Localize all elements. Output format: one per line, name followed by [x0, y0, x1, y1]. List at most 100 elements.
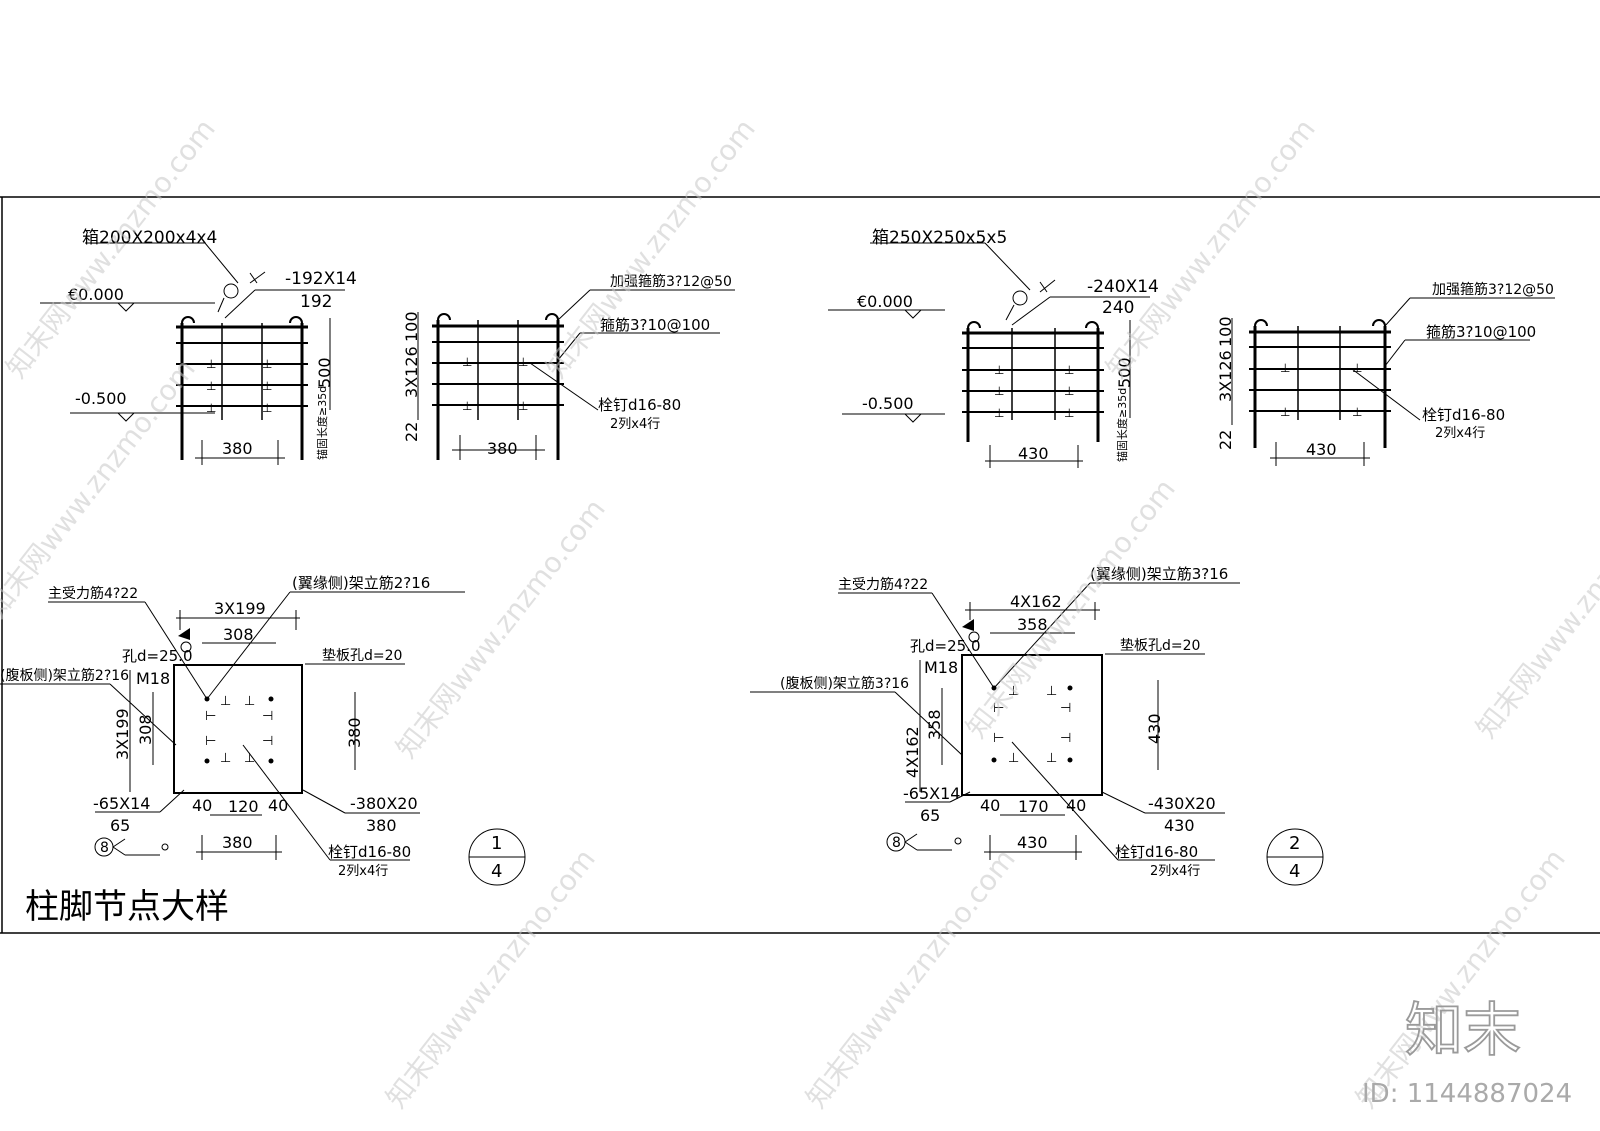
- bolt-label: M18: [924, 658, 958, 677]
- anchor-note: 锚固长度≥35d: [1115, 388, 1129, 462]
- height-label: 500: [1115, 357, 1134, 388]
- hole-note: 孔d=25.0: [910, 637, 981, 655]
- brand-logo: 知末: [1405, 996, 1521, 1064]
- svg-text:⊥: ⊥: [518, 355, 528, 369]
- width-label: 430: [1018, 444, 1049, 463]
- stud-label: 栓钉d16-80: [328, 843, 411, 861]
- dim-top: 4X162: [1010, 592, 1062, 611]
- base-label: -380X20: [350, 794, 418, 813]
- pad-note: 垫板孔d=20: [1120, 638, 1200, 654]
- stud-label: 栓钉d16-80: [1115, 843, 1198, 861]
- svg-text:⊥: ⊥: [206, 379, 216, 393]
- detail2-section-a: 箱250X250x5x5 -240X14 240 €0.000 -0.500 ⊥…: [828, 228, 1159, 468]
- ref-bot: 4: [491, 861, 502, 882]
- dim-100: 100: [402, 311, 421, 342]
- svg-text:⊥: ⊥: [262, 357, 272, 371]
- stirrup-top-label: 加强箍筋3?12@50: [1432, 281, 1554, 298]
- dim-right: 430: [1145, 713, 1164, 744]
- stud-rows-label: 2列x4行: [1150, 864, 1200, 879]
- watermark-text: 知末网www.znzmo.com: [540, 113, 762, 385]
- erect-bar-left-label: (腹板侧)架立筋2?16: [0, 667, 129, 684]
- plate-width-label: 192: [300, 292, 332, 312]
- svg-text:⊥: ⊥: [1352, 361, 1362, 375]
- ref-top: 1: [491, 833, 502, 854]
- detail1-section-a: 箱200X200x4x4 -192X14 192 €0.000 -0.500 ⊥…: [40, 228, 357, 465]
- svg-text:⊥: ⊥: [206, 357, 216, 371]
- stud-label: 栓钉d16-80: [598, 396, 681, 414]
- svg-text:⊥: ⊥: [262, 401, 272, 415]
- dim-40b: 40: [1066, 796, 1086, 815]
- stud-rows-label: 2列x4行: [1435, 426, 1485, 441]
- drawing-title: 柱脚节点大样: [25, 887, 229, 927]
- svg-text:⊣: ⊣: [262, 709, 273, 724]
- bolt-label: M18: [136, 669, 170, 688]
- svg-text:⊥: ⊥: [994, 406, 1004, 420]
- dim-358-top: 358: [1017, 615, 1048, 634]
- elev-top-label: €0.000: [857, 292, 913, 311]
- base-label: -430X20: [1148, 794, 1216, 813]
- svg-text:⊥: ⊥: [1046, 751, 1057, 766]
- pad-note: 垫板孔d=20: [322, 648, 402, 664]
- watermark-text: 知末网www.znzmo.com: [1470, 473, 1600, 745]
- dim-40b: 40: [268, 796, 288, 815]
- svg-text:⊣: ⊣: [1060, 731, 1071, 746]
- rib-width: 65: [110, 816, 130, 835]
- svg-text:⊥: ⊥: [1064, 384, 1074, 398]
- svg-text:⊢: ⊢: [205, 734, 216, 749]
- dim-308-top: 308: [223, 625, 254, 644]
- svg-text:⊥: ⊥: [1064, 406, 1074, 420]
- svg-text:⊥: ⊥: [1064, 363, 1074, 377]
- ref-bot: 4: [1289, 861, 1300, 882]
- dim-mid: 170: [1018, 797, 1049, 816]
- plate-label: -192X14: [285, 269, 357, 289]
- width-label: 380: [222, 833, 253, 852]
- svg-text:⊥: ⊥: [220, 694, 231, 709]
- svg-text:⊥: ⊥: [244, 751, 255, 766]
- dim-40a: 40: [192, 796, 212, 815]
- dim-3x126: 3X126: [402, 346, 421, 398]
- erect-bar-top-label: (翼缘侧)架立筋2?16: [292, 574, 430, 592]
- dim-right: 380: [345, 717, 364, 748]
- svg-text:⊥: ⊥: [220, 751, 231, 766]
- detail1-plan: ⊥ ⊥ ⊥ ⊥ ⊢ ⊣ ⊢ ⊣ 主受力筋4?22 (翼缘侧)架立筋2?16 3X…: [0, 574, 526, 886]
- svg-text:⊥: ⊥: [1008, 751, 1019, 766]
- svg-text:⊥: ⊥: [1280, 361, 1290, 375]
- weld-no: 8: [100, 840, 109, 856]
- stirrup-label: 箍筋3?10@100: [1426, 323, 1536, 341]
- svg-text:⊢: ⊢: [993, 731, 1004, 746]
- svg-text:⊥: ⊥: [994, 363, 1004, 377]
- dim-22: 22: [402, 422, 421, 442]
- svg-text:⊥: ⊥: [462, 399, 472, 413]
- width-label: 380: [487, 439, 518, 458]
- base-width: 430: [1164, 816, 1195, 835]
- watermark-text: 知末网www.znzmo.com: [1100, 113, 1322, 385]
- elev-top-label: €0.000: [68, 285, 124, 304]
- dim-100: 100: [1216, 316, 1235, 347]
- tube-label: 箱200X200x4x4: [82, 228, 217, 248]
- elev-bot-label: -0.500: [862, 394, 914, 413]
- base-plate: [961, 654, 1103, 796]
- svg-text:⊥: ⊥: [262, 379, 272, 393]
- dim-40a: 40: [980, 796, 1000, 815]
- plate-label: -240X14: [1087, 277, 1159, 297]
- stirrup-top-label: 加强箍筋3?12@50: [610, 273, 732, 290]
- svg-text:⊢: ⊢: [205, 709, 216, 724]
- dim-22: 22: [1216, 430, 1235, 450]
- svg-text:⊥: ⊥: [518, 399, 528, 413]
- ref-top: 2: [1289, 833, 1300, 854]
- svg-text:⊣: ⊣: [1060, 701, 1071, 716]
- hole-note: 孔d=25.0: [122, 647, 193, 665]
- rib-label: -65X14: [903, 784, 960, 803]
- watermark-text: 知末网www.znzmo.com: [1350, 843, 1572, 1115]
- base-plate: [173, 664, 303, 794]
- elev-bot-label: -0.500: [75, 389, 127, 408]
- brand-id: ID: 1144887024: [1362, 1079, 1572, 1109]
- detail2-plan: ⊥ ⊥ ⊥ ⊥ ⊢ ⊣ ⊢ ⊣ 主受力筋4?22 (翼缘侧)架立筋3?16 4X…: [750, 565, 1324, 886]
- stud-rows-label: 2列x4行: [610, 417, 660, 432]
- svg-text:⊥: ⊥: [1280, 405, 1290, 419]
- dim-3x126: 3X126: [1216, 350, 1235, 402]
- anchor-note: 锚固长度≥35d: [315, 386, 329, 460]
- watermark-text: 知末网www.znzmo.com: [390, 493, 612, 765]
- stirrup-label: 箍筋3?10@100: [600, 316, 710, 334]
- rib-width: 65: [920, 806, 940, 825]
